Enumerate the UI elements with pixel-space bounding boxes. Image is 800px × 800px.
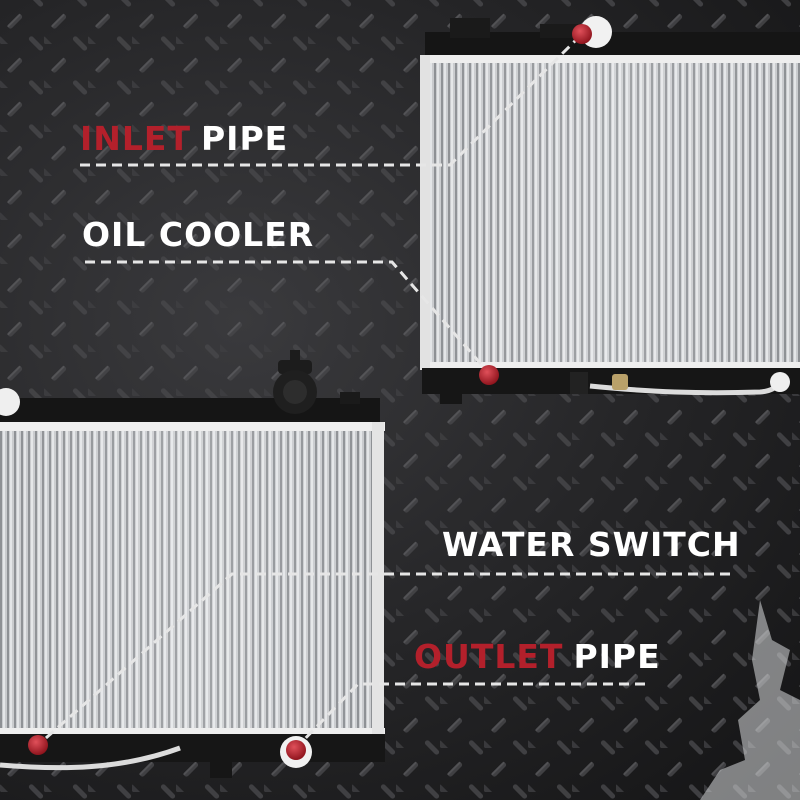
inlet-pipe-leader (80, 34, 582, 167)
oil-cooler-label: OIL COOLER (82, 215, 315, 254)
outlet-pipe-label-rest: PIPE (573, 637, 661, 676)
oil-cooler-marker-icon (479, 365, 499, 385)
water-switch-leader (37, 572, 730, 747)
hotspot-markers (28, 24, 592, 760)
radiator-cap-icon (273, 350, 317, 414)
leader-lines (37, 34, 730, 750)
outlet-fitting-upper (770, 372, 790, 392)
torn-edge-decoration (700, 600, 800, 800)
outlet-marker-icon (286, 740, 306, 760)
water-switch-label: WATER SWITCH (442, 525, 741, 564)
oil-cooler-leader (85, 260, 490, 373)
inlet-marker-icon (572, 24, 592, 44)
lower-radiator (0, 350, 385, 778)
inlet-pipe-label-accent: INLET (80, 119, 191, 158)
water-switch-marker-icon (28, 735, 48, 755)
upper-radiator (420, 16, 800, 404)
inlet-pipe-label-rest: PIPE (200, 119, 289, 158)
outlet-pipe-label-accent: OUTLET (414, 637, 564, 676)
inlet-fitting-lower (0, 388, 20, 416)
